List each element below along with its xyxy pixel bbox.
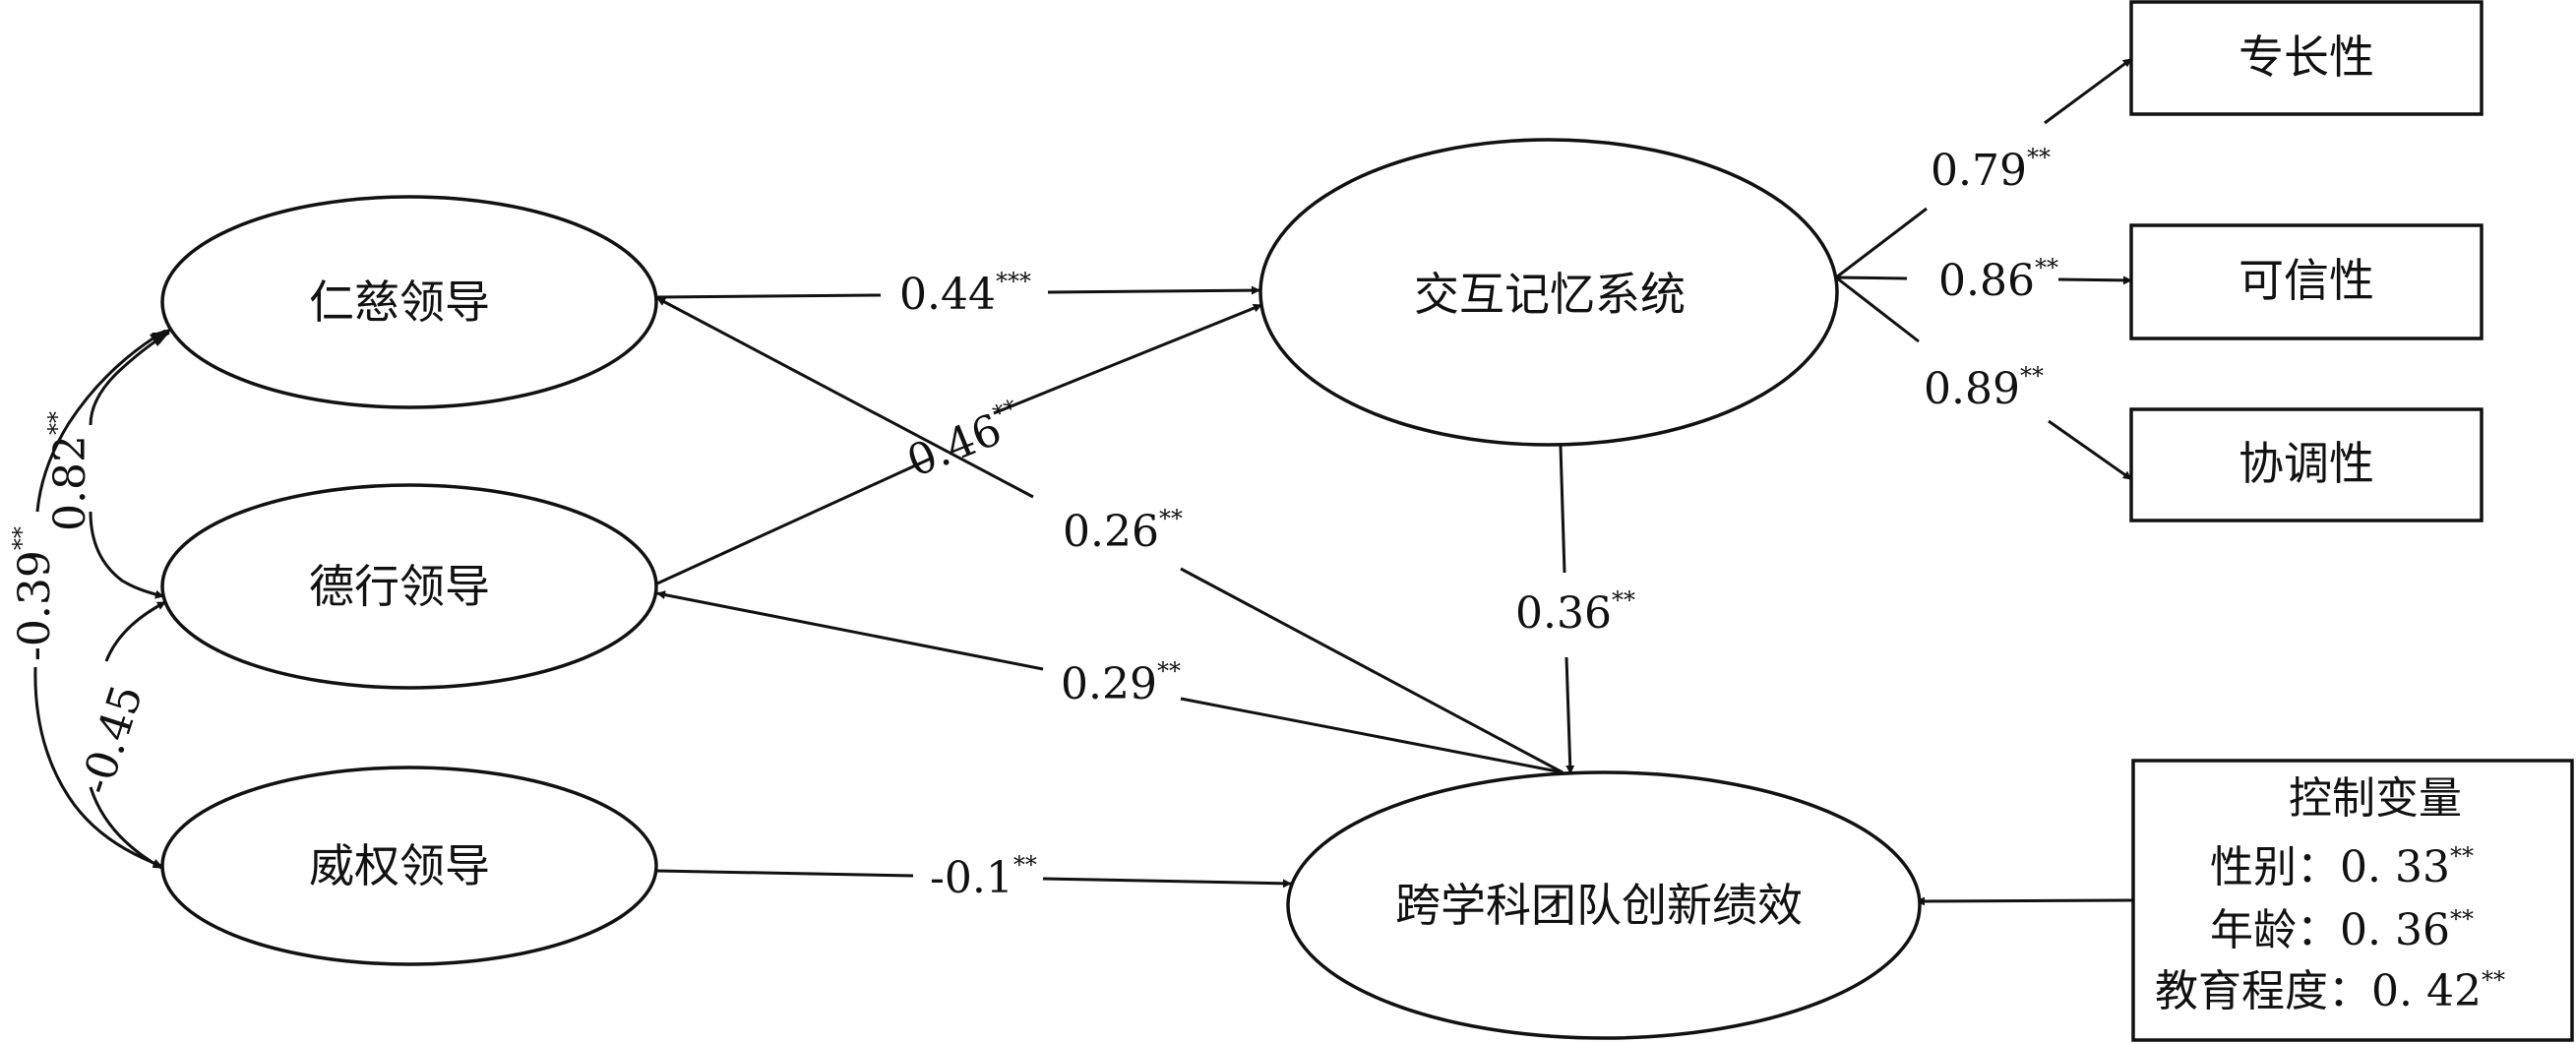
- path-benevolent-to-tms: [656, 285, 1260, 299]
- coef-authoritarian-to-perf: -0.1**: [930, 851, 1037, 903]
- path-controls-to-perf: [1916, 896, 2134, 906]
- control-education: 教育程度：0. 42**: [2155, 966, 2505, 1016]
- control-age: 年龄：0. 36**: [2210, 905, 2474, 955]
- node-moral: 德行领导: [160, 483, 658, 690]
- arrowhead-corr-benevolent: [150, 328, 173, 346]
- path-authoritarian-to-perf: [656, 869, 1292, 889]
- node-performance: 跨学科团队创新绩效: [1286, 770, 1922, 1040]
- node-benevolent: 仁慈领导: [160, 195, 658, 409]
- corr-label-benevolent-moral: 0.82**: [43, 411, 95, 531]
- indicator-coordination-label: 协调性: [2239, 437, 2374, 490]
- node-benevolent-label: 仁慈领导: [309, 276, 490, 329]
- corr-benevolent-authoritarian: [33, 329, 166, 868]
- path-tms-to-indicators: [1835, 57, 2132, 481]
- coef-benevolent-to-perf: 0.26**: [1063, 505, 1183, 557]
- node-tms: 交互记忆系统: [1258, 138, 1839, 447]
- corr-moral-authoritarian: [89, 600, 166, 870]
- indicator-expertise-label: 专长性: [2239, 31, 2374, 84]
- control-gender: 性别：0. 33**: [2210, 842, 2474, 892]
- coef-tms-to-coordination: 0.89**: [1924, 362, 2044, 414]
- controls-box: 控制变量 性别：0. 33** 年龄：0. 36** 教育程度：0. 42**: [2131, 759, 2574, 1042]
- coef-tms-to-credibility: 0.86**: [1938, 254, 2058, 306]
- path-moral-to-tms: [656, 303, 1262, 585]
- path-tms-to-perf: [1559, 445, 1575, 774]
- indicator-expertise: 专长性: [2129, 0, 2484, 116]
- node-moral-label: 德行领导: [309, 560, 490, 613]
- indicator-credibility: 可信性: [2129, 223, 2484, 340]
- corr-label-benevolent-authoritarian: -0.39**: [8, 526, 60, 661]
- node-tms-label: 交互记忆系统: [1414, 268, 1686, 321]
- corr-label-moral-authoritarian: -0.45: [71, 679, 153, 800]
- coef-tms-to-expertise: 0.79**: [1931, 144, 2051, 196]
- path-moral-to-perf: [656, 590, 1564, 774]
- node-performance-label: 跨学科团队创新绩效: [1395, 879, 1803, 932]
- node-authoritarian: 威权领导: [160, 766, 658, 966]
- coef-tms-to-perf: 0.36**: [1515, 586, 1635, 639]
- indicator-credibility-label: 可信性: [2239, 254, 2374, 307]
- coef-moral-to-tms: 0.46**: [899, 394, 1030, 487]
- node-authoritarian-label: 威权领导: [309, 839, 490, 892]
- indicator-coordination: 协调性: [2129, 407, 2484, 522]
- coef-benevolent-to-tms: 0.44***: [899, 268, 1031, 320]
- controls-title: 控制变量: [2289, 773, 2462, 824]
- corr-benevolent-moral: [89, 331, 170, 599]
- path-benevolent-to-perf: [656, 296, 1564, 774]
- coef-moral-to-perf: 0.29**: [1061, 657, 1181, 709]
